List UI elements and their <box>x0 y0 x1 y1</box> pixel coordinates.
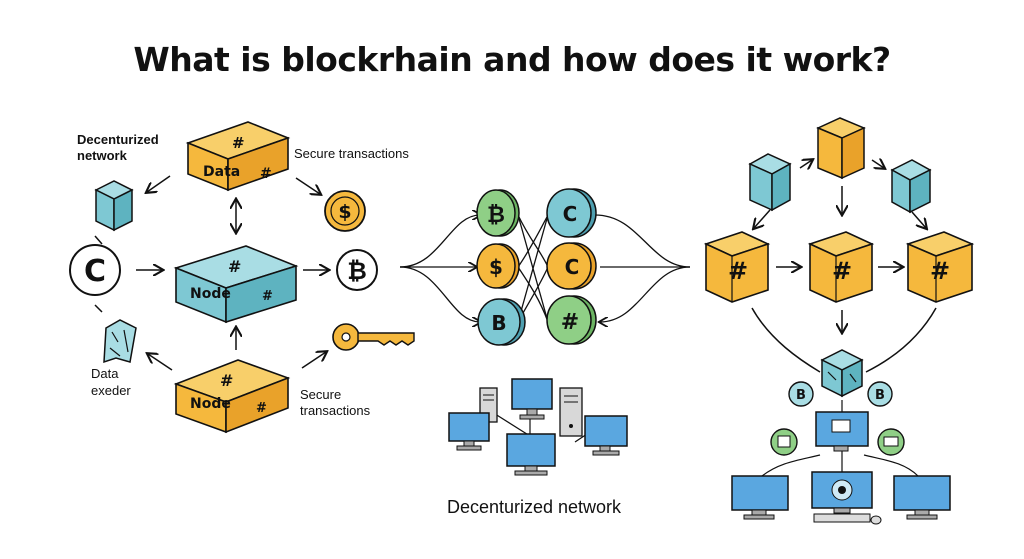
node-center-side-hash: # <box>262 289 273 304</box>
page-title: What is blockrhain and how does it work? <box>133 40 891 79</box>
cube-top-left-icon <box>748 153 792 212</box>
monitor-4-icon <box>506 433 556 476</box>
coin-3-icon: $ <box>476 243 520 289</box>
data-box-side-hash: # <box>260 166 272 182</box>
dollar-coin-icon: $ <box>324 190 366 232</box>
secure-top-label: Secure transactions <box>294 146 409 161</box>
right-section: # # # <box>703 117 975 525</box>
data-box: # Data # <box>185 121 291 192</box>
node-bottom-hash: # <box>220 371 233 390</box>
right-monitor-center-icon <box>811 471 882 525</box>
node-center-hash: # <box>228 257 241 276</box>
coin-5-symbol: B <box>491 311 506 335</box>
network-label-line2: network <box>77 148 128 163</box>
right-monitor-left-icon <box>731 475 789 520</box>
bubble-1-icon: B <box>788 381 814 407</box>
network-caption: Decenturized network <box>447 497 622 517</box>
monitor-3-icon <box>584 415 628 456</box>
exeder-label-line2: exeder <box>91 383 131 398</box>
bubble-2-letter: B <box>875 388 885 403</box>
right-arrows <box>751 160 937 373</box>
coin-2-icon: C <box>546 188 597 238</box>
small-cube-icon <box>94 180 134 232</box>
bubble-2-icon: B <box>867 381 893 407</box>
exeder-label-line1: Data <box>91 366 119 381</box>
chain-block-1: # <box>703 231 771 303</box>
left-section: Decenturized network # Data # Secure tra… <box>69 121 415 434</box>
chain-block-3: # <box>905 231 975 303</box>
monitor-2-icon <box>448 412 490 451</box>
coin-1-symbol: ₿ <box>487 203 505 228</box>
node-center-label: Node <box>190 286 231 302</box>
chain-block-2: # <box>807 231 875 303</box>
coin-5-icon: B <box>477 298 526 346</box>
center-cube-icon <box>820 349 864 398</box>
right-monitor-right-icon <box>893 475 951 520</box>
secure-bottom-line2: transactions <box>300 403 371 418</box>
middle-links <box>399 215 691 322</box>
node-bottom-label: Node <box>190 396 231 412</box>
tower-2-icon <box>559 387 583 437</box>
coin-6-symbol: # <box>561 310 579 335</box>
key-icon <box>332 323 415 351</box>
node-box-bottom: # Node # <box>173 359 291 434</box>
coin-1-icon: ₿ <box>476 189 520 237</box>
chat-bubble-left-icon <box>770 428 798 456</box>
right-monitor-top-icon <box>815 411 869 452</box>
chain-block-2-hash: # <box>832 257 852 285</box>
bubble-1-letter: B <box>796 388 806 403</box>
secure-bottom-line1: Secure <box>300 387 341 402</box>
node-box-center: # Node # <box>173 245 299 324</box>
chain-block-1-hash: # <box>728 257 748 285</box>
cube-top-right-icon <box>890 159 932 214</box>
right-computer-links <box>761 400 919 477</box>
chain-block-3-hash: # <box>930 257 950 285</box>
c-coin-icon: C <box>69 244 121 296</box>
c-coin-symbol: C <box>84 254 106 289</box>
chat-bubble-right-icon <box>877 428 905 456</box>
coin-3-symbol: $ <box>489 255 503 279</box>
left-arrows <box>94 175 328 371</box>
bitcoin-coin-icon: ₿ <box>336 249 378 291</box>
data-box-label: Data <box>203 164 240 180</box>
data-box-hash: # <box>232 134 245 152</box>
coin-4-icon: C <box>546 242 597 290</box>
bitcoin-coin-symbol: ₿ <box>347 257 367 285</box>
dollar-coin-symbol: $ <box>338 201 351 223</box>
map-icon <box>103 319 137 364</box>
monitor-1-icon <box>511 378 553 420</box>
coin-4-symbol: C <box>565 255 580 279</box>
computer-network <box>448 378 628 476</box>
coin-6-icon: # <box>546 295 597 345</box>
middle-section: ₿ C $ C B # <box>399 188 691 517</box>
node-bottom-side-hash: # <box>256 401 267 416</box>
cube-top-center-icon <box>816 117 866 180</box>
network-label-line1: Decenturized <box>77 132 159 147</box>
coin-2-symbol: C <box>563 202 578 226</box>
